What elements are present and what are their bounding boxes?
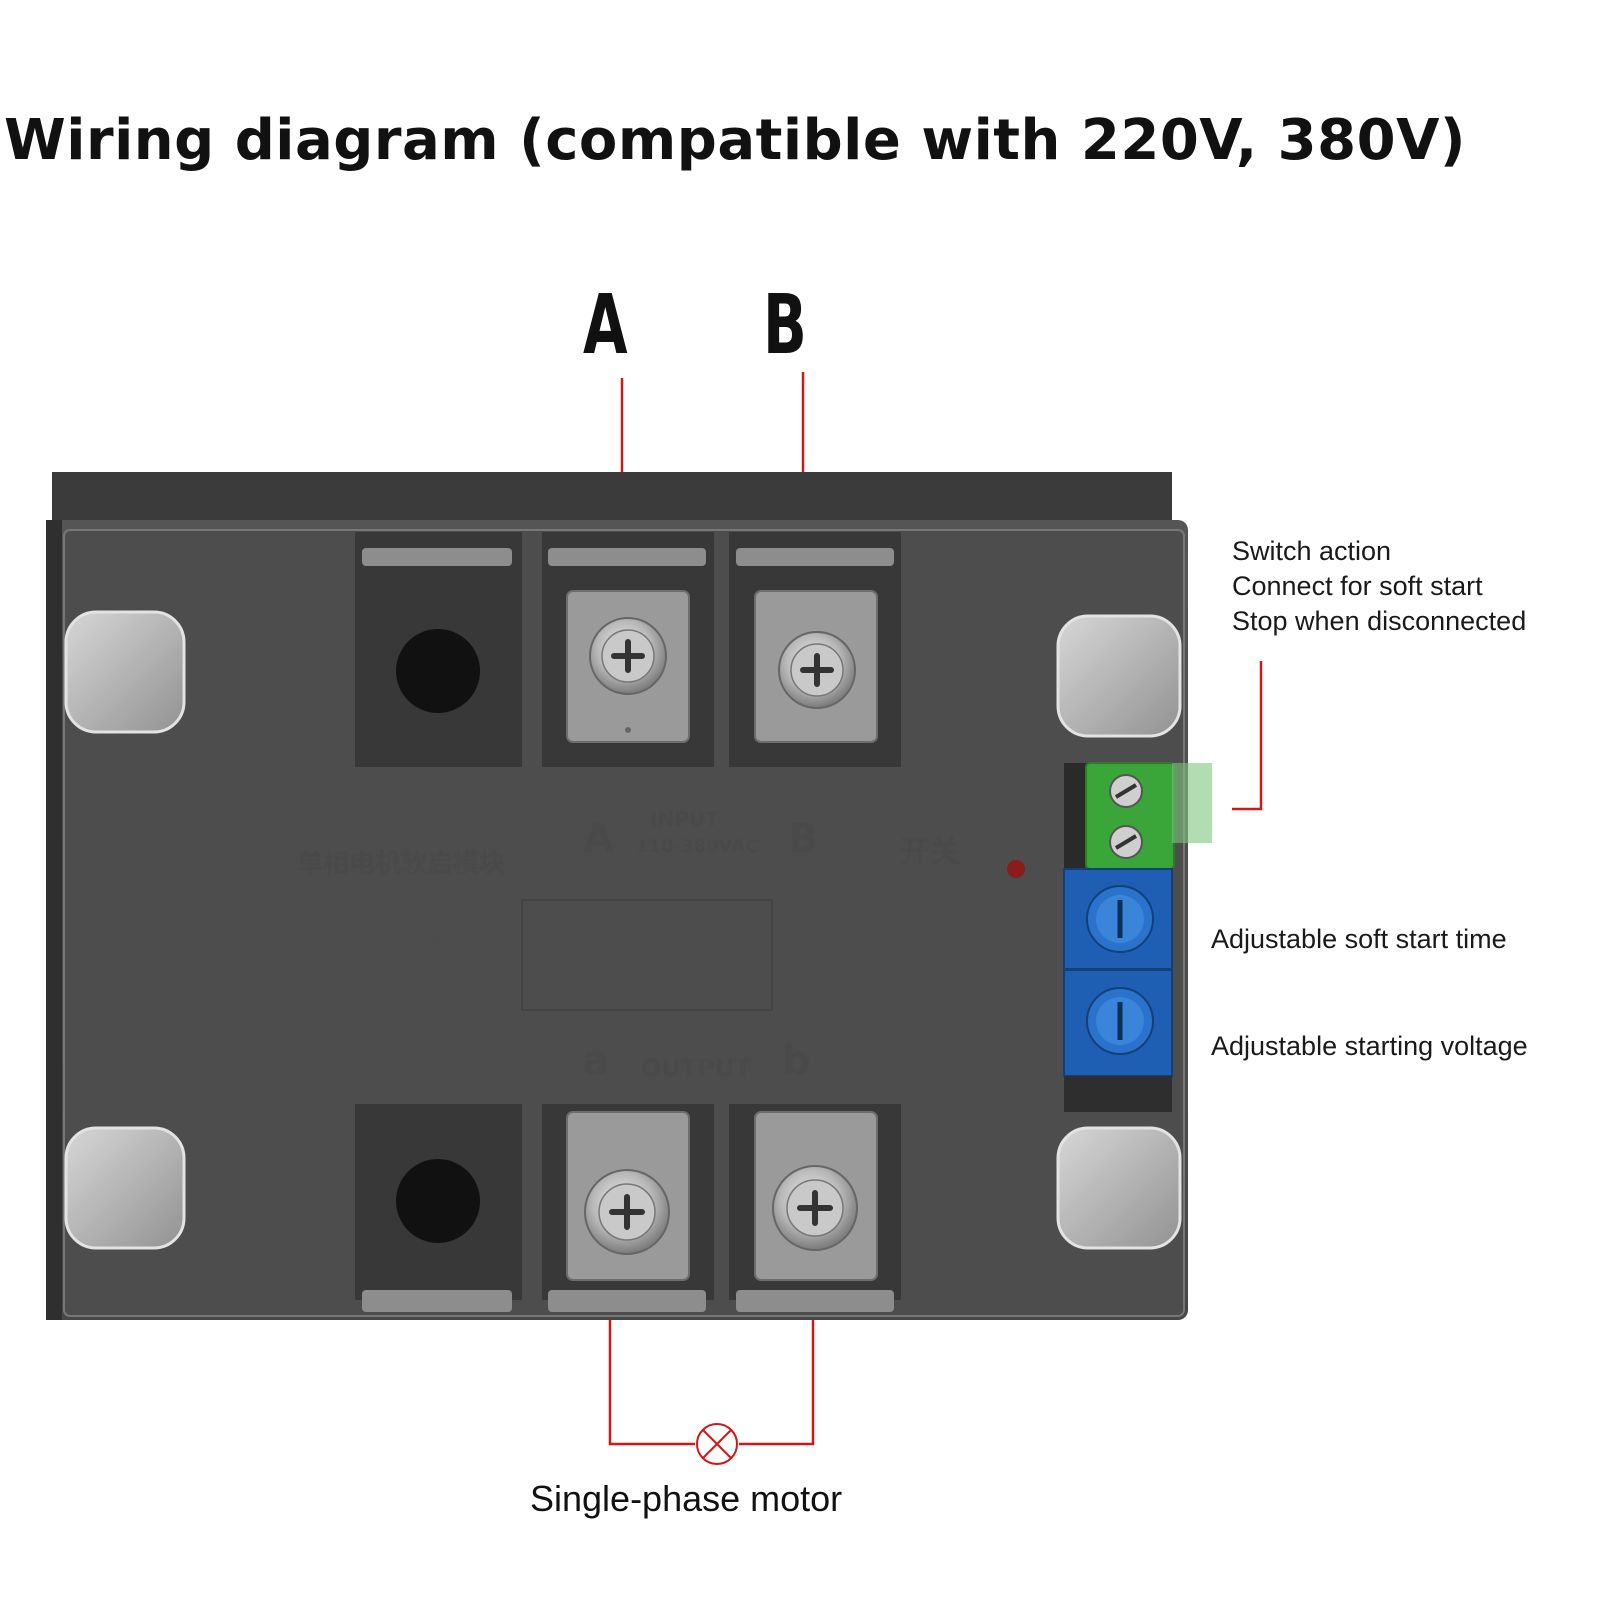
page-title: Wiring diagram (compatible with 220V, 38… [3, 108, 1467, 173]
soft-start-time-note: Adjustable soft start time [1211, 924, 1507, 954]
output-terminal-a [566, 1111, 690, 1281]
switch-marking: 开关 [900, 835, 960, 870]
mount-hole-bottom [396, 1159, 480, 1243]
input-terminal-b [754, 590, 878, 743]
switch-note-line-2: Connect for soft start [1232, 571, 1483, 601]
time-range-marking: 0-30秒 [874, 934, 969, 967]
input-terminal-a [566, 590, 690, 743]
input-range: 110-380VAC [636, 836, 758, 857]
output-marking-a: a [582, 1038, 609, 1084]
output-title: OUTPUT [641, 1054, 751, 1082]
mount-hole-top [396, 629, 480, 713]
input-marking-b: B [788, 816, 819, 862]
output-marking-b: b [782, 1038, 811, 1084]
motor-label: Single-phase motor [530, 1478, 843, 1519]
switch-note-line-3: Stop when disconnected [1232, 606, 1527, 636]
voltage-range-marking: 0-50% [882, 1028, 966, 1061]
input-label-a: A [583, 278, 628, 373]
output-wires [608, 1318, 815, 1446]
switch-note-line-1: Switch action [1232, 536, 1392, 566]
module-name-cn: 单相电机软启模块 [297, 848, 505, 879]
switch-note: Switch action Connect for soft start Sto… [1232, 534, 1526, 639]
output-terminal-b [754, 1111, 878, 1281]
status-led [1007, 860, 1025, 878]
ssr-module: 单相电机软启模块 SSR-40WA-R1 110V 0.75KW 220V 1.… [46, 472, 1212, 1320]
motor-symbol [696, 1423, 738, 1465]
corner-clips [64, 610, 1182, 1250]
switch-wire [1232, 661, 1263, 811]
starting-voltage-note: Adjustable starting voltage [1211, 1031, 1528, 1061]
input-label-b: B [763, 278, 807, 373]
control-terminal-green [1064, 762, 1212, 870]
rating-110v: 110V 0.75KW [297, 926, 443, 951]
starting-voltage-pot [1063, 969, 1173, 1077]
input-marking-a: A [583, 816, 614, 862]
date-code: 11-22 [304, 1064, 358, 1085]
soft-start-time-pot [1063, 868, 1173, 970]
rating-380v: 380V 2.5KW [297, 986, 430, 1011]
module-model: SSR-40WA-R1 [297, 882, 482, 915]
input-title: INPUT [650, 807, 719, 831]
rating-220v: 220V 1.5KW [297, 956, 430, 981]
input-wires [620, 372, 805, 472]
